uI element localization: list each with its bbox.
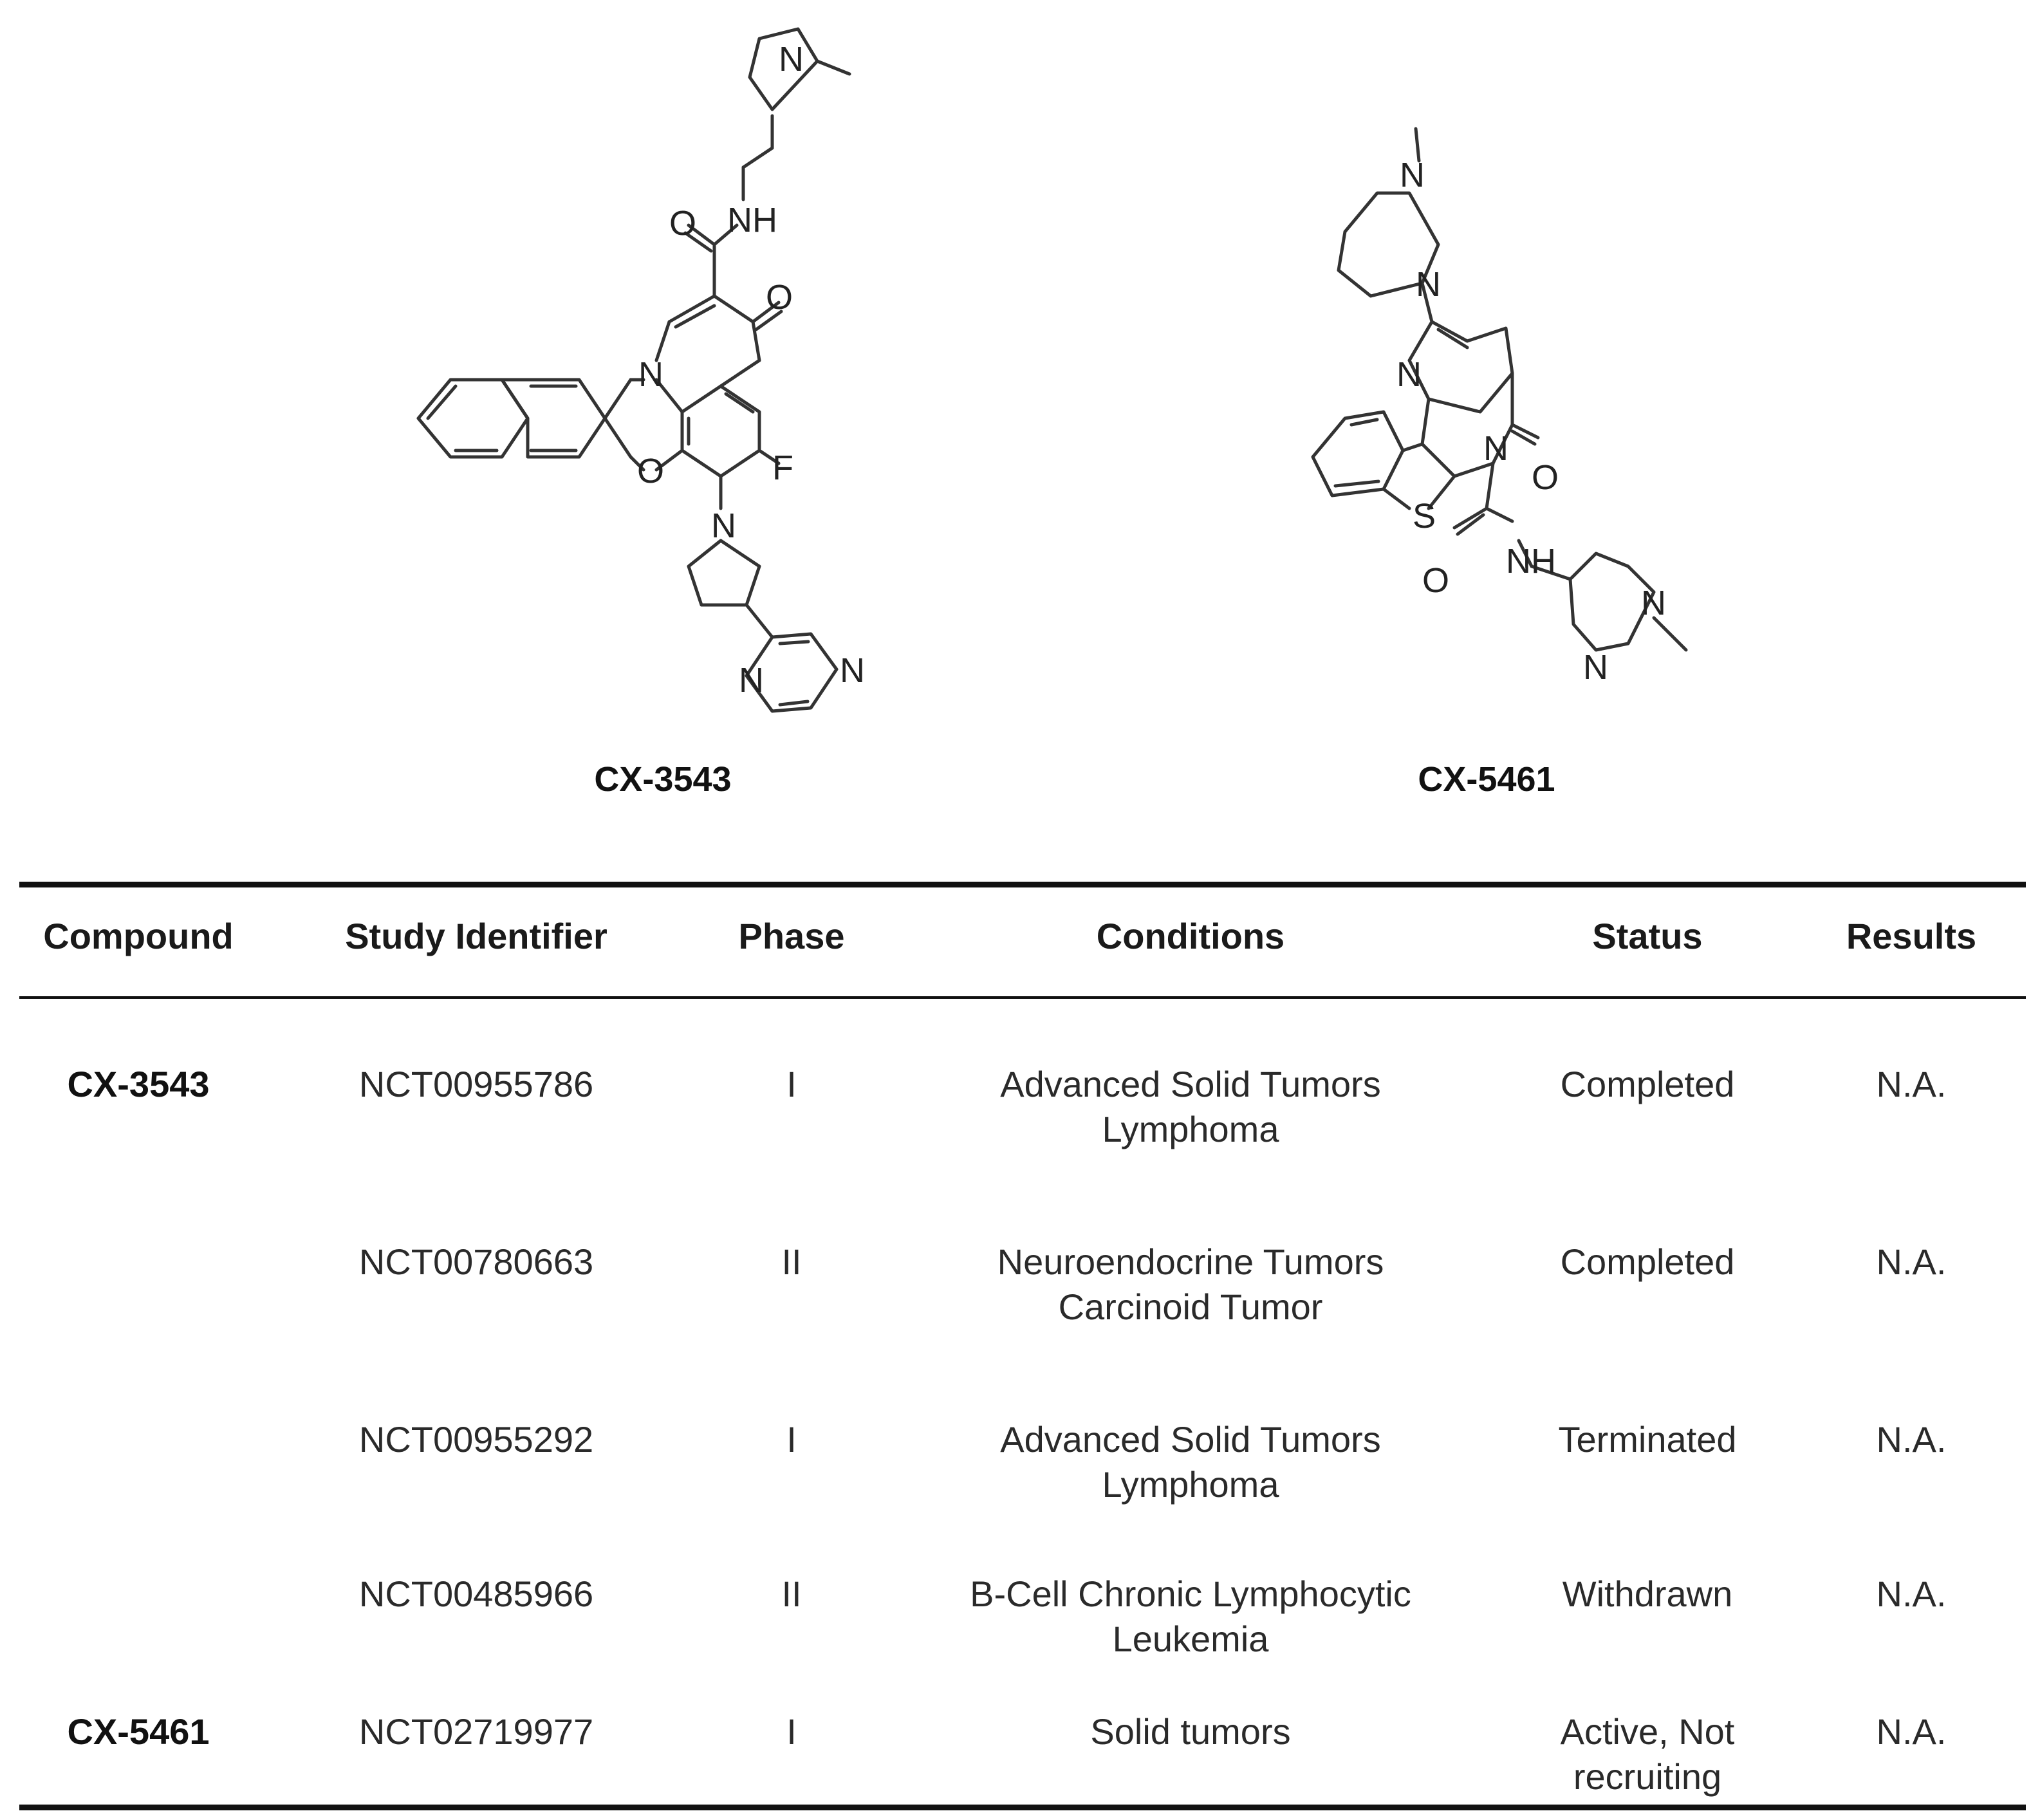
atom-label: N [1400, 156, 1425, 194]
cell-study-identifier: NCT02719977 [358, 1711, 594, 1752]
header-conditions: Conditions [1096, 916, 1285, 956]
cell-conditions: B-Cell Chronic Lymphocytic Leukemia [901, 1572, 1480, 1662]
cell-study-identifier: NCT00955786 [358, 1064, 594, 1104]
table-header-rule [19, 996, 2026, 999]
cell-conditions-line: Neuroendocrine Tumors [997, 1241, 1384, 1282]
cell-compound: CX-5461 [67, 1711, 210, 1752]
atom-label: O [669, 204, 696, 243]
structure-cx-5461: N N N N O S O NH N N [1210, 0, 1789, 747]
cx-3543-drawing: N NH O O N O F N N N [416, 27, 865, 713]
atom-label: N [779, 40, 804, 79]
cell-status-line: recruiting [1573, 1756, 1722, 1797]
atom-label: N [1416, 265, 1441, 304]
cx-5461-drawing: N N N N O S O NH N N [1311, 127, 1688, 687]
cell-compound: CX-3543 [67, 1064, 210, 1104]
cell-conditions-line: Carcinoid Tumor [1058, 1286, 1323, 1327]
cell-phase: I [786, 1064, 797, 1104]
cell-study-identifier: NCT00485966 [358, 1574, 594, 1614]
cell-conditions: Advanced Solid Tumors Lymphoma [901, 1417, 1480, 1507]
cell-conditions-line: B-Cell Chronic Lymphocytic [970, 1574, 1411, 1614]
cell-conditions: Advanced Solid Tumors Lymphoma [901, 1062, 1480, 1152]
cell-status: Completed [1519, 1240, 1776, 1285]
atom-label: N [840, 651, 865, 690]
cell-results: N.A. [1876, 1419, 1947, 1460]
cell-phase: I [786, 1419, 797, 1460]
atom-label: NH [727, 201, 777, 239]
header-status: Status [1592, 916, 1703, 956]
header-study-identifier: Study Identifier [345, 916, 607, 956]
header-phase: Phase [738, 916, 845, 956]
cell-results: N.A. [1876, 1241, 1947, 1282]
atom-label: O [637, 452, 664, 490]
atom-label: O [1422, 561, 1449, 600]
cell-status-line: Completed [1560, 1064, 1735, 1104]
cell-conditions: Solid tumors [901, 1709, 1480, 1754]
atom-label: N [1583, 648, 1608, 687]
cell-conditions-line: Lymphoma [1102, 1464, 1279, 1505]
atom-label: N [1483, 429, 1508, 468]
atom-label: O [766, 278, 793, 317]
cell-status: Terminated [1519, 1417, 1776, 1462]
cell-results: N.A. [1876, 1574, 1947, 1614]
atom-label: N [739, 661, 764, 700]
table-top-rule [19, 882, 2026, 887]
atom-label: O [1532, 458, 1559, 497]
structure-label-cx-3543: CX-3543 [594, 760, 732, 799]
header-compound: Compound [43, 916, 234, 956]
structure-cx-3543: N NH O O N O F N N N [386, 0, 901, 747]
atom-label: N [638, 355, 663, 394]
atom-label: N [1396, 355, 1422, 394]
cell-status: Active, Not recruiting [1519, 1709, 1776, 1799]
cell-results: N.A. [1876, 1064, 1947, 1104]
table-bottom-rule [19, 1805, 2026, 1810]
cell-study-identifier: NCT00955292 [358, 1419, 594, 1460]
header-results: Results [1846, 916, 1977, 956]
atom-label: N [1641, 584, 1666, 622]
cell-status-line: Terminated [1558, 1419, 1737, 1460]
atom-label: S [1413, 497, 1436, 535]
cell-conditions-line: Lymphoma [1102, 1109, 1279, 1149]
atom-label: N [711, 506, 736, 545]
cell-status: Withdrawn [1519, 1572, 1776, 1617]
cell-conditions-line: Advanced Solid Tumors [1000, 1419, 1381, 1460]
structure-label-cx-5461: CX-5461 [1418, 760, 1555, 799]
cell-conditions: Neuroendocrine Tumors Carcinoid Tumor [901, 1240, 1480, 1330]
cell-results: N.A. [1876, 1711, 1947, 1752]
cell-status-line: Active, Not [1560, 1711, 1735, 1752]
cell-conditions-line: Advanced Solid Tumors [1000, 1064, 1381, 1104]
cell-conditions-line: Leukemia [1112, 1619, 1269, 1659]
cell-status-line: Withdrawn [1562, 1574, 1733, 1614]
cell-phase: II [781, 1574, 802, 1614]
cell-phase: I [786, 1711, 797, 1752]
cell-conditions-line: Solid tumors [1090, 1711, 1291, 1752]
atom-label: NH [1506, 542, 1556, 580]
cell-study-identifier: NCT00780663 [358, 1241, 594, 1282]
cell-phase: II [781, 1241, 802, 1282]
cell-status-line: Completed [1560, 1241, 1735, 1282]
cell-status: Completed [1519, 1062, 1776, 1107]
atom-label: F [772, 449, 793, 487]
